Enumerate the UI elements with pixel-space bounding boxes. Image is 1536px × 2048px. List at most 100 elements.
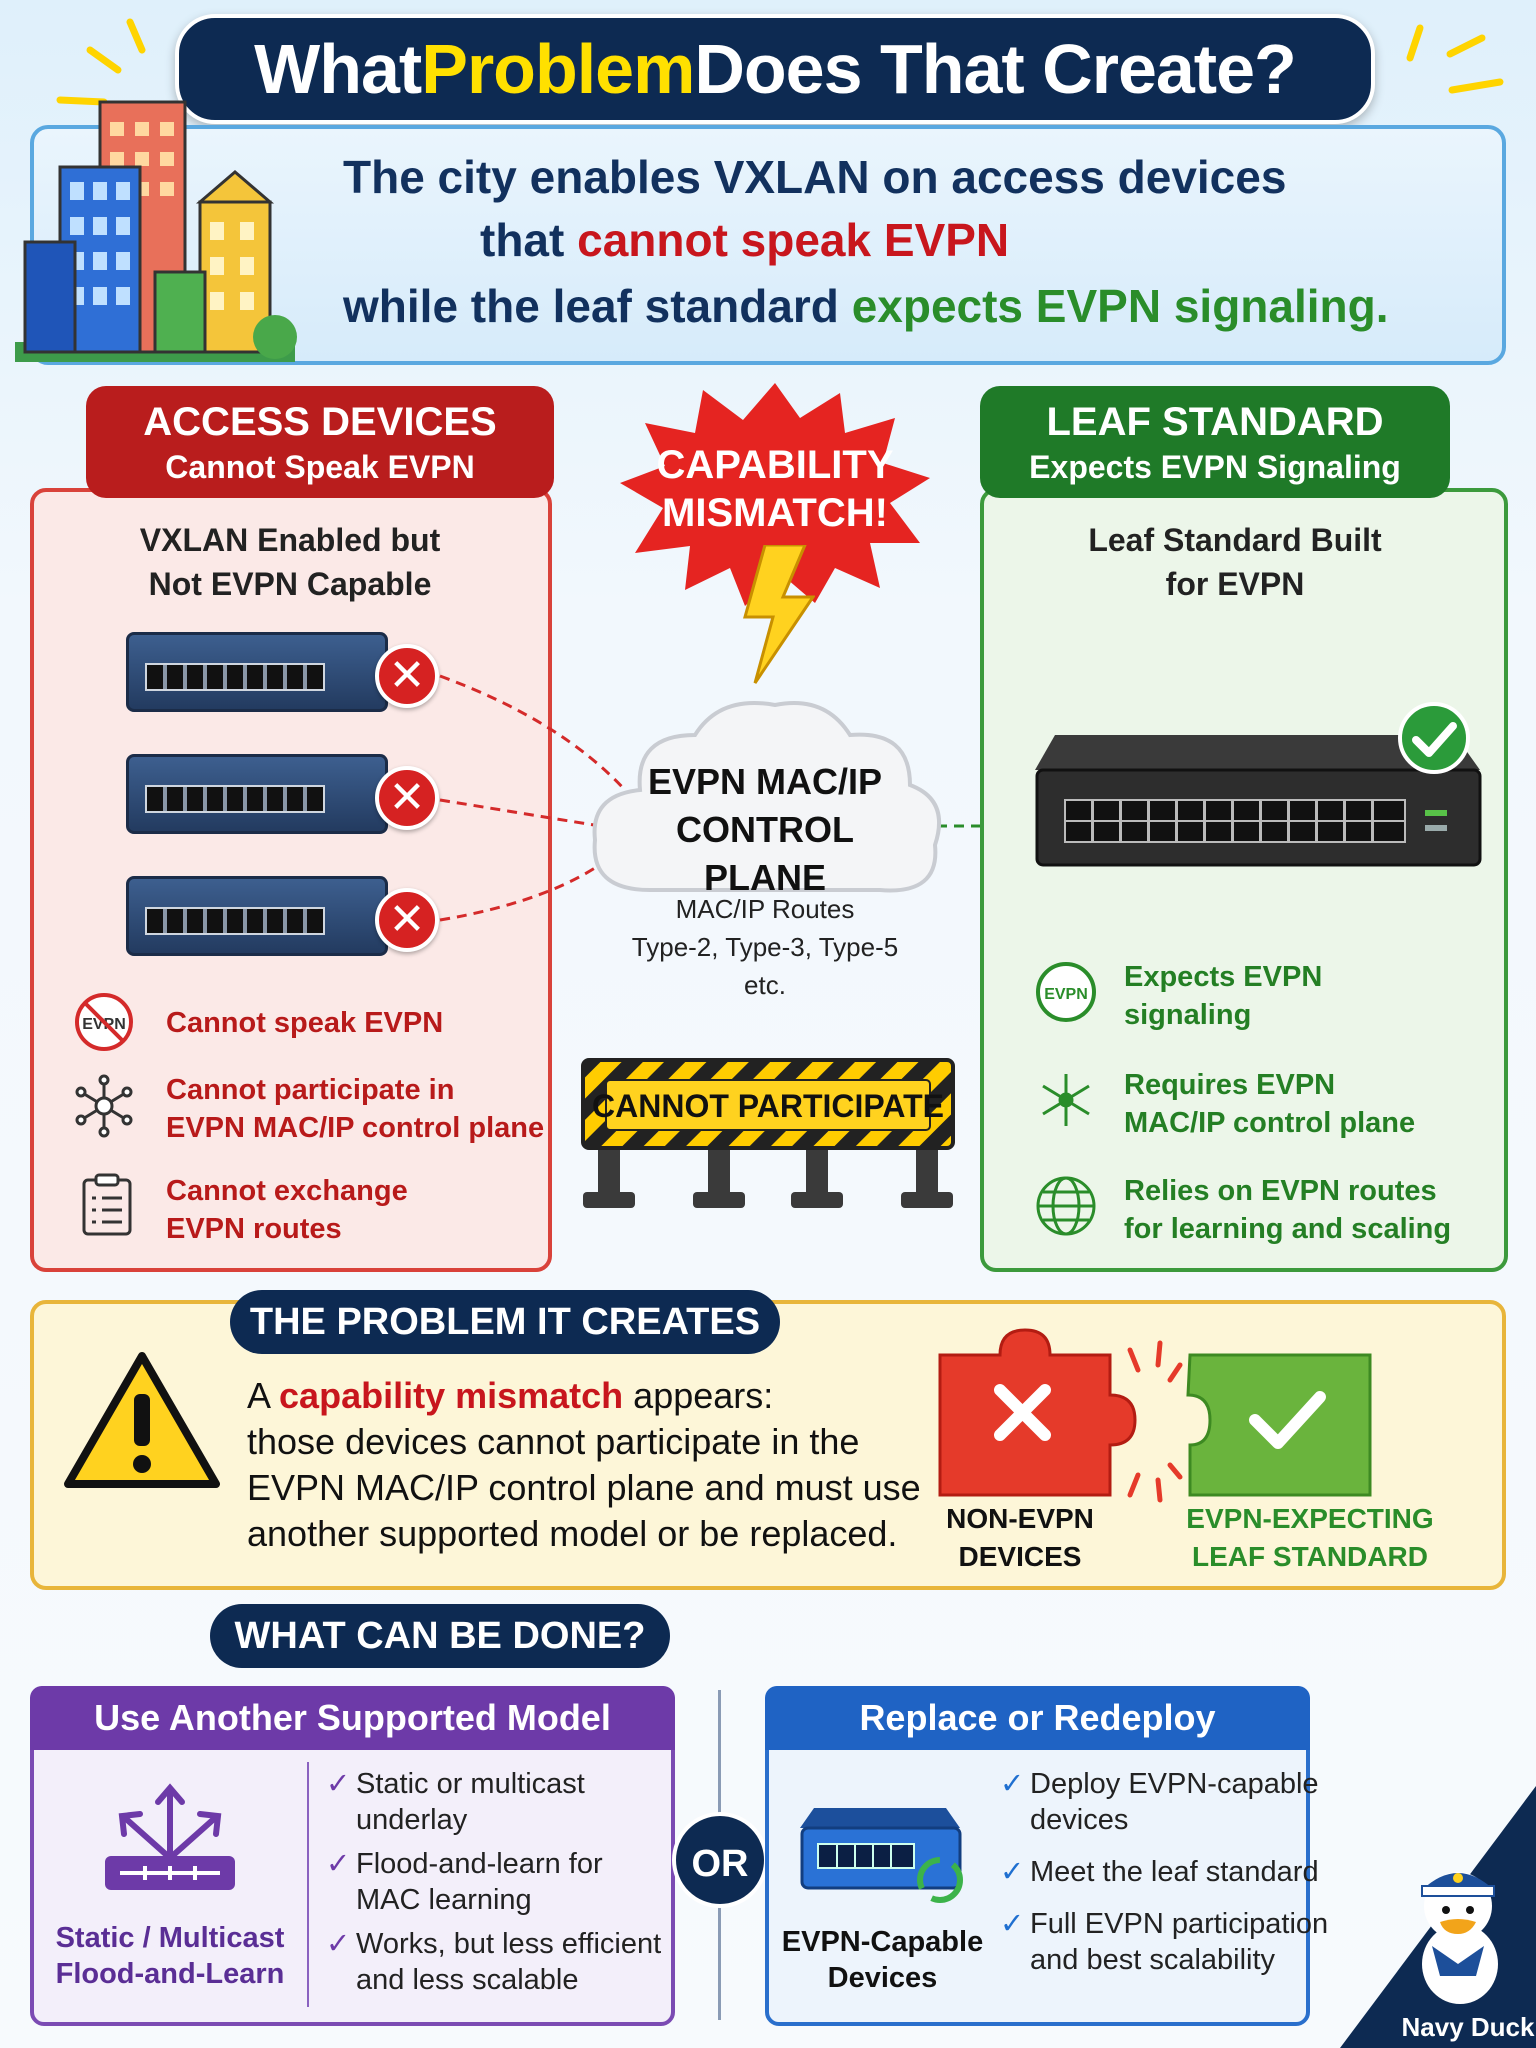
leaf-standard-title: LEAF STANDARD [1046,400,1384,444]
intro-line-3a: while the leaf standard [343,280,852,332]
non-evpn-devices-label: NON-EVPN DEVICES [930,1500,1110,1576]
barrier-text: CANNOT PARTICIPATE [592,1088,944,1124]
right-item-1-line1: Expects EVPN [1124,961,1323,993]
access-devices-subtitle: Cannot Speak EVPN [165,449,475,485]
left-item-2-line1: Cannot participate in [166,1074,455,1106]
problem-line-4: another supported model or be replaced. [247,1513,898,1554]
opt2-caption-1: EVPN-Capable [781,1926,984,1958]
access-devices-caption: VXLAN Enabled but Not EVPN Capable [30,518,550,606]
problem-line-1c: appears: [623,1375,774,1416]
capability-mismatch-burst: CAPABILITY MISMATCH! [620,383,930,606]
opt2-item-3-line1: Full EVPN participation [1030,1908,1329,1940]
check-mark-icon [1398,702,1470,774]
opt2-item-2-line1: Meet the leaf standard [1030,1856,1319,1888]
leaf-caption-line2: for EVPN [1165,566,1305,602]
problem-line-3: EVPN MAC/IP control plane and must use [247,1467,921,1508]
clipboard-list-icon [82,1173,132,1236]
opt1-item-1-line1: Static or multicast [356,1768,585,1800]
left-item-3-line2: EVPN routes [166,1213,342,1245]
intro-line-3: while the leaf standard expects EVPN sig… [343,279,1389,333]
what-can-be-done-header: WHAT CAN BE DONE? [210,1604,670,1668]
intro-line-2b: cannot speak EVPN [577,214,1010,266]
right-item-2-line2: MAC/IP control plane [1124,1107,1416,1139]
intro-line-2: that cannot speak EVPN [480,213,1009,267]
x-mark-icon: ✕ [375,766,439,830]
evpn-capable-switch-icon [800,1808,963,1903]
leaf-caption-line1: Leaf Standard Built [1088,522,1382,558]
evpn-expecting-label-1: EVPN-EXPECTING [1186,1503,1434,1534]
opt1-item-3-line2: and less scalable [356,1964,579,1996]
right-item-3-line2: for learning and scaling [1124,1213,1452,1245]
right-item-1: Expects EVPN signaling [1124,958,1322,1034]
evpn-badge-icon: EVPN [1036,962,1096,1022]
non-evpn-label-1: NON-EVPN [946,1503,1094,1534]
sun-rays-right-icon [1406,24,1504,94]
left-item-1-line1: Cannot speak EVPN [166,1007,444,1039]
city-buildings-icon [15,100,297,362]
right-item-1-line2: signaling [1124,999,1252,1031]
opt2-item-1-line1: Deploy EVPN-capable [1030,1768,1319,1800]
access-switch-2 [126,754,388,834]
title-part1: What [254,30,422,108]
x-mark-icon: ✕ [375,644,439,708]
network-nodes-icon [1042,1074,1090,1126]
intro-line-2a: that [480,214,578,266]
routes-line2: Type-2, Type-3, Type-5 [631,932,899,962]
problem-line-1b: capability mismatch [279,1375,624,1416]
cloud-line-2: CONTROL PLANE [676,809,854,898]
opt2-caption-2: Devices [827,1962,938,1994]
evpn-cloud [592,701,942,893]
leaf-standard-subtitle: Expects EVPN Signaling [1029,449,1401,485]
globe-icon [1036,1176,1096,1236]
left-item-3-line1: Cannot exchange [166,1175,408,1207]
opt2-item-3-line2: and best scalability [1030,1944,1276,1976]
opt1-caption-1: Static / Multicast [55,1922,285,1954]
right-item-3-line1: Relies on EVPN routes [1124,1175,1437,1207]
leaf-switch [1035,735,1482,867]
x-mark-icon: ✕ [375,888,439,952]
access-devices-header: ACCESS DEVICES Cannot Speak EVPN [86,386,554,498]
opt2-item-1-line2: devices [1030,1804,1129,1836]
routes-line3: etc. [744,970,786,1000]
leaf-standard-panel [980,488,1508,1272]
access-caption-line1: VXLAN Enabled but [139,522,441,558]
opt1-item-1-line2: underlay [356,1804,468,1836]
non-evpn-label-2: DEVICES [958,1541,1082,1572]
route-types: MAC/IP Routes Type-2, Type-3, Type-5 etc… [620,890,910,1004]
brand-name: Navy Duck [1402,2012,1535,2042]
title-part2: Does That Create? [694,30,1296,108]
page-title: What Problem Does That Create? [175,14,1375,124]
access-switch-3 [126,876,388,956]
problem-line-1a: A [247,1375,280,1416]
network-nodes-icon [75,1074,133,1138]
lightning-bolt-icon [743,545,815,684]
access-caption-line2: Not EVPN Capable [148,566,432,602]
sun-rays-left-icon [56,18,146,106]
opt2-item-2: ✓Meet the leaf standard [1000,1856,1319,1888]
burst-line-2: MISMATCH! [662,491,888,535]
access-switch-1 [126,632,388,712]
left-item-2: Cannot participate in EVPN MAC/IP control… [166,1071,544,1147]
right-item-3: Relies on EVPN routes for learning and sc… [1124,1172,1451,1248]
opt1-caption-2: Flood-and-Learn [55,1958,285,1990]
no-evpn-icon: EVPN [75,993,133,1051]
option-replace-header: Replace or Redeploy [765,1686,1310,1750]
barrier-icon: CANNOT PARTICIPATE [581,1058,955,1208]
leaf-caption: Leaf Standard Built for EVPN [980,518,1490,606]
left-item-2-line2: EVPN MAC/IP control plane [166,1112,545,1144]
burst-line-1: CAPABILITY [656,443,893,487]
multicast-router-icon [105,1783,235,1890]
puzzle-mismatch-icon [938,1328,1372,1503]
leaf-standard-header: LEAF STANDARD Expects EVPN Signaling [980,386,1450,498]
problem-line-2: those devices cannot participate in the [247,1421,860,1462]
option-another-model-header: Use Another Supported Model [30,1686,675,1750]
warning-icon [64,1352,220,1488]
